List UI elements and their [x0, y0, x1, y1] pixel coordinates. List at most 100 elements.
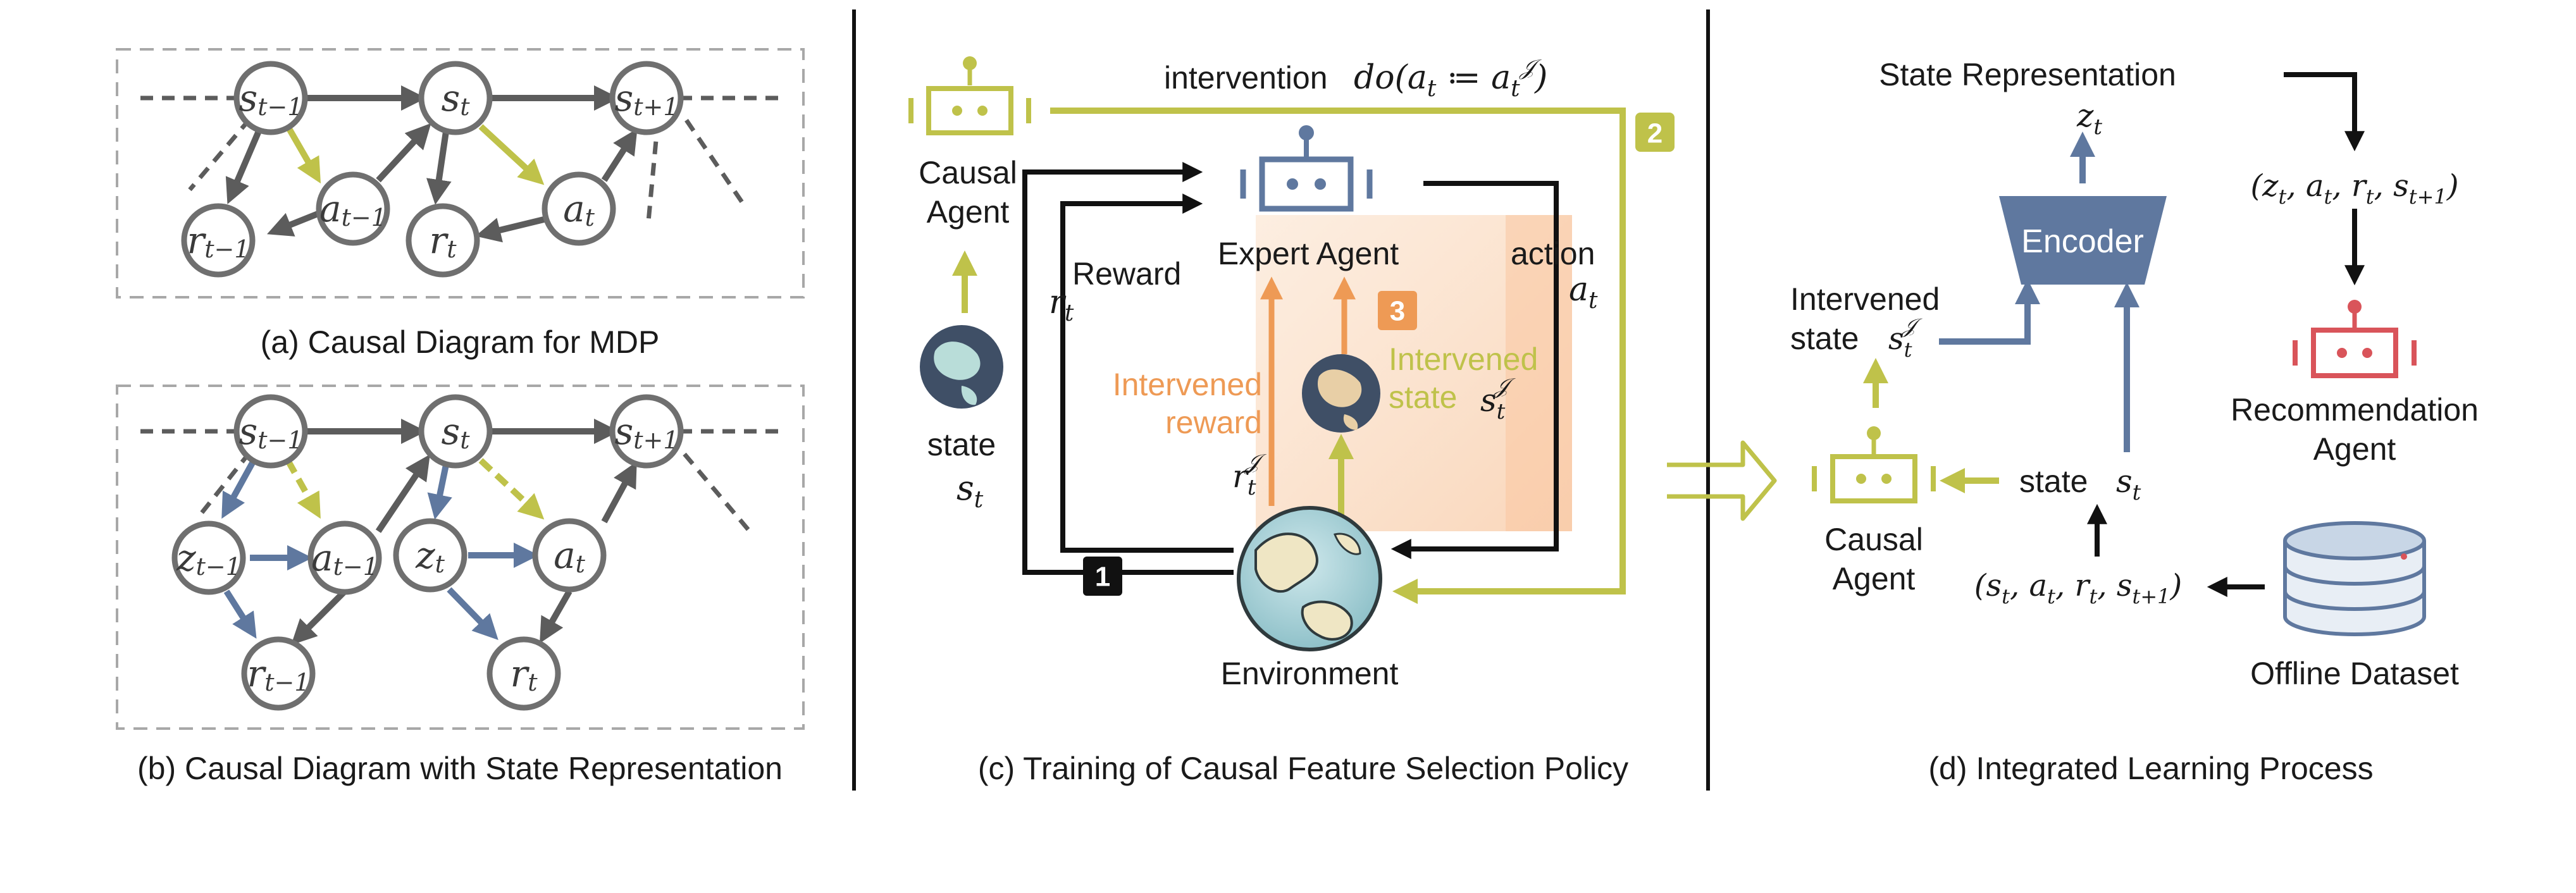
recommendation-agent-robot-icon — [2293, 300, 2417, 378]
svg-text:rt: rt — [510, 652, 538, 696]
edge-b-aprev-st — [375, 454, 430, 533]
d-intervened-state-var: st𝒥 — [1888, 314, 1923, 362]
intervened-reward-label-2: reward — [1165, 405, 1262, 440]
node-b-z-prev: zt−1 — [171, 520, 246, 595]
edge-aprev-rprev — [267, 209, 324, 237]
svg-text:3: 3 — [1390, 296, 1405, 327]
d-state-var: st — [2116, 463, 2141, 505]
svg-text:Encoder: Encoder — [2021, 223, 2144, 260]
edge-b-sprev-zprev — [221, 460, 256, 519]
panel-b: st−1 st st+1 zt−1 at−1 zt at rt−1 rt (b)… — [116, 385, 805, 786]
edge-at-snext — [601, 128, 638, 182]
node-s-t: st — [418, 61, 493, 135]
recommendation-agent-label-2: Agent — [2313, 431, 2396, 467]
intervention-formula: do(at ≔ at𝒥) — [1354, 55, 1547, 102]
node-b-a-t: at — [532, 518, 607, 593]
node-r-t: rt — [406, 203, 480, 278]
tuple-top: (zt, at, rt, st+1) — [2250, 168, 2458, 209]
panel-b-frame — [116, 385, 805, 730]
transition-arrow-icon — [1667, 440, 1777, 521]
caption-a: (a) Causal Diagram for MDP — [261, 324, 660, 360]
node-b-s-t: st — [418, 394, 493, 469]
edge-intervention — [1050, 108, 1626, 604]
node-b-a-prev: at−1 — [307, 520, 382, 595]
state-globe-icon — [920, 325, 1003, 409]
svg-text:st+1: st+1 — [614, 77, 678, 121]
edge-dash-snext-2 — [684, 119, 748, 210]
svg-text:st+1: st+1 — [614, 410, 678, 454]
edge-sprev-rprev — [225, 128, 263, 204]
state-representation-label: State Representation — [1879, 57, 2176, 92]
expert-agent-robot-icon — [1240, 125, 1373, 212]
svg-text:zt−1: zt−1 — [176, 536, 241, 581]
svg-text:at−1: at−1 — [319, 187, 387, 231]
d-intervened-state-label-1: Intervened — [1790, 281, 1940, 317]
intervened-reward-var: rt𝒥 — [1232, 450, 1267, 500]
offline-dataset-label: Offline Dataset — [2250, 656, 2459, 691]
svg-text:at: at — [563, 187, 595, 231]
intervened-state-label-2: state — [1389, 379, 1457, 415]
svg-text:st−1: st−1 — [238, 77, 302, 121]
edge-b-aprev-rprev — [291, 589, 347, 645]
svg-text:at−1: at−1 — [311, 536, 378, 581]
expert-agent-label: Expert Agent — [1218, 236, 1399, 271]
svg-text:zt: zt — [415, 534, 445, 578]
edge-env-to-expert — [1060, 194, 1234, 553]
edge-representation-to-tuple — [2284, 72, 2365, 152]
environment-globe-icon — [1237, 506, 1382, 651]
edge-b-st-zt — [427, 464, 452, 520]
intervention-zone-edge — [1506, 215, 1572, 531]
causal-agent-label-2: Agent — [927, 194, 1010, 230]
edge-b-zprev-rprev — [223, 589, 257, 639]
panel-c: Causal Agent intervention do(at ≔ at𝒥) 2… — [908, 55, 1675, 786]
edge-b-sprev-aprev — [285, 459, 321, 519]
causal-agent-robot-icon — [908, 56, 1031, 135]
panel-a-frame — [116, 48, 805, 299]
environment-label: Environment — [1221, 656, 1399, 691]
edge-dash-snext-1 — [646, 120, 660, 222]
intervened-state-label-1: Intervened — [1389, 342, 1538, 377]
caption-b: (b) Causal Diagram with State Representa… — [137, 751, 783, 786]
edge-intervened-state-to-encoder — [1939, 278, 2040, 345]
recommendation-agent-label-1: Recommendation — [2231, 392, 2479, 428]
intervention-label: intervention — [1164, 60, 1328, 95]
d-causal-agent-label-1: Causal — [1824, 522, 1923, 557]
node-b-z-t: zt — [393, 518, 468, 593]
edge-b-at-snext — [601, 461, 637, 524]
edge-b-st-at — [478, 458, 545, 520]
edge-aprev-st — [376, 123, 431, 183]
panel-a: st−1 st st+1 at−1 at rt−1 rt (a) Causal … — [116, 48, 805, 360]
edge-sprev-aprev — [285, 125, 321, 184]
caption-c: (c) Training of Causal Feature Selection… — [978, 751, 1628, 786]
edge-b-at-rt — [540, 589, 573, 644]
node-b-s-prev: st−1 — [233, 394, 308, 469]
svg-text:2: 2 — [1647, 118, 1663, 149]
node-b-r-prev: rt−1 — [241, 636, 316, 711]
offline-dataset-database-icon — [2283, 521, 2426, 636]
node-s-prev: st−1 — [233, 61, 308, 135]
edge-dash-sprev — [188, 117, 252, 192]
tuple-bottom: (st, at, rt, st+1) — [1974, 568, 2182, 608]
encoder-block: Encoder — [1999, 196, 2167, 285]
edge-b-dash-sprev — [199, 450, 252, 515]
svg-text:rt: rt — [429, 219, 457, 263]
caption-d: (d) Integrated Learning Process — [1928, 751, 2373, 786]
intervened-reward-label-1: Intervened — [1113, 367, 1262, 402]
d-intervened-state-label-2: state — [1790, 321, 1859, 356]
d-causal-agent-robot-icon — [1812, 426, 1936, 503]
d-causal-agent-label-2: Agent — [1833, 561, 1916, 596]
edge-action — [1390, 181, 1559, 559]
action-label: action — [1511, 236, 1595, 271]
edge-b-dash-snext — [683, 452, 752, 533]
state-label: state — [927, 427, 996, 462]
svg-text:st: st — [441, 77, 470, 121]
node-a-prev: at−1 — [316, 171, 390, 246]
badge-3: 3 — [1378, 291, 1417, 330]
svg-text:st: st — [441, 410, 470, 454]
node-b-s-next: st+1 — [609, 394, 684, 469]
badge-2: 2 — [1635, 113, 1675, 152]
edge-st-at — [478, 124, 545, 185]
node-a-t: at — [542, 171, 616, 246]
edge-env-to-agents-reward — [1022, 162, 1234, 575]
